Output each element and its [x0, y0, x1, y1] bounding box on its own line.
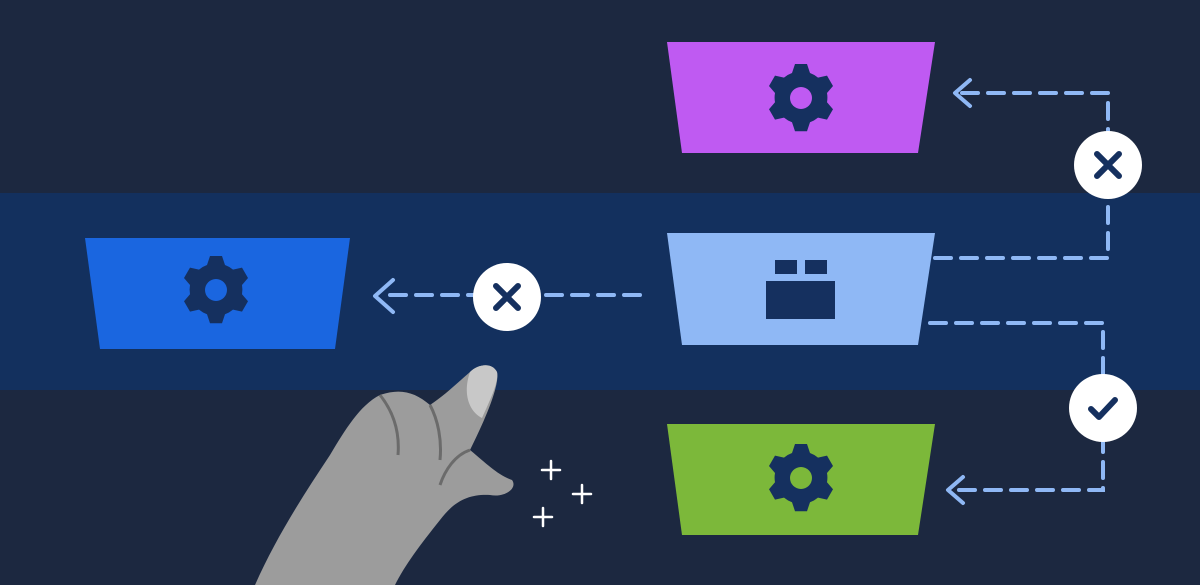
gear-icon: [769, 64, 833, 132]
reject-badge: [473, 263, 541, 331]
gear-icon: [769, 444, 833, 512]
x-icon: [493, 283, 521, 311]
sparkle-plus-icons: [532, 459, 593, 528]
arrow-head-icon: [373, 278, 395, 314]
gear-icon: [184, 256, 248, 324]
connector-center-to-purple: [933, 91, 1110, 260]
reject-badge: [1074, 131, 1142, 199]
arrow-head-icon: [953, 78, 972, 108]
x-icon: [1094, 151, 1122, 179]
accept-badge: [1069, 374, 1137, 442]
check-icon: [1088, 397, 1118, 420]
arrow-head-icon: [946, 475, 965, 505]
connector-center-to-green: [928, 321, 1105, 492]
pointing-hand: [255, 365, 514, 585]
lego-brick-icon: [766, 260, 835, 319]
